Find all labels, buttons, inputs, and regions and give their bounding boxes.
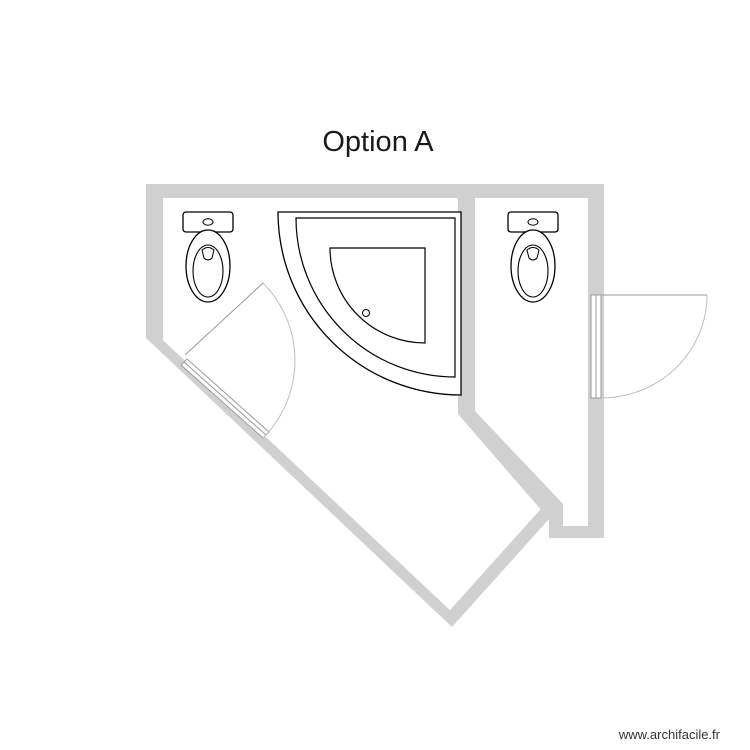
corner-shower — [277, 211, 462, 396]
plan-title: Option A — [322, 126, 434, 158]
credit-text: www.archifacile.fr — [618, 727, 720, 742]
shower-drain-icon — [362, 309, 370, 317]
toilet-right — [507, 211, 559, 303]
partition-wall — [458, 198, 563, 526]
room-right-floor — [475, 198, 588, 526]
door-left — [180, 282, 296, 439]
toilet-left — [182, 211, 234, 303]
door-right — [590, 294, 708, 399]
